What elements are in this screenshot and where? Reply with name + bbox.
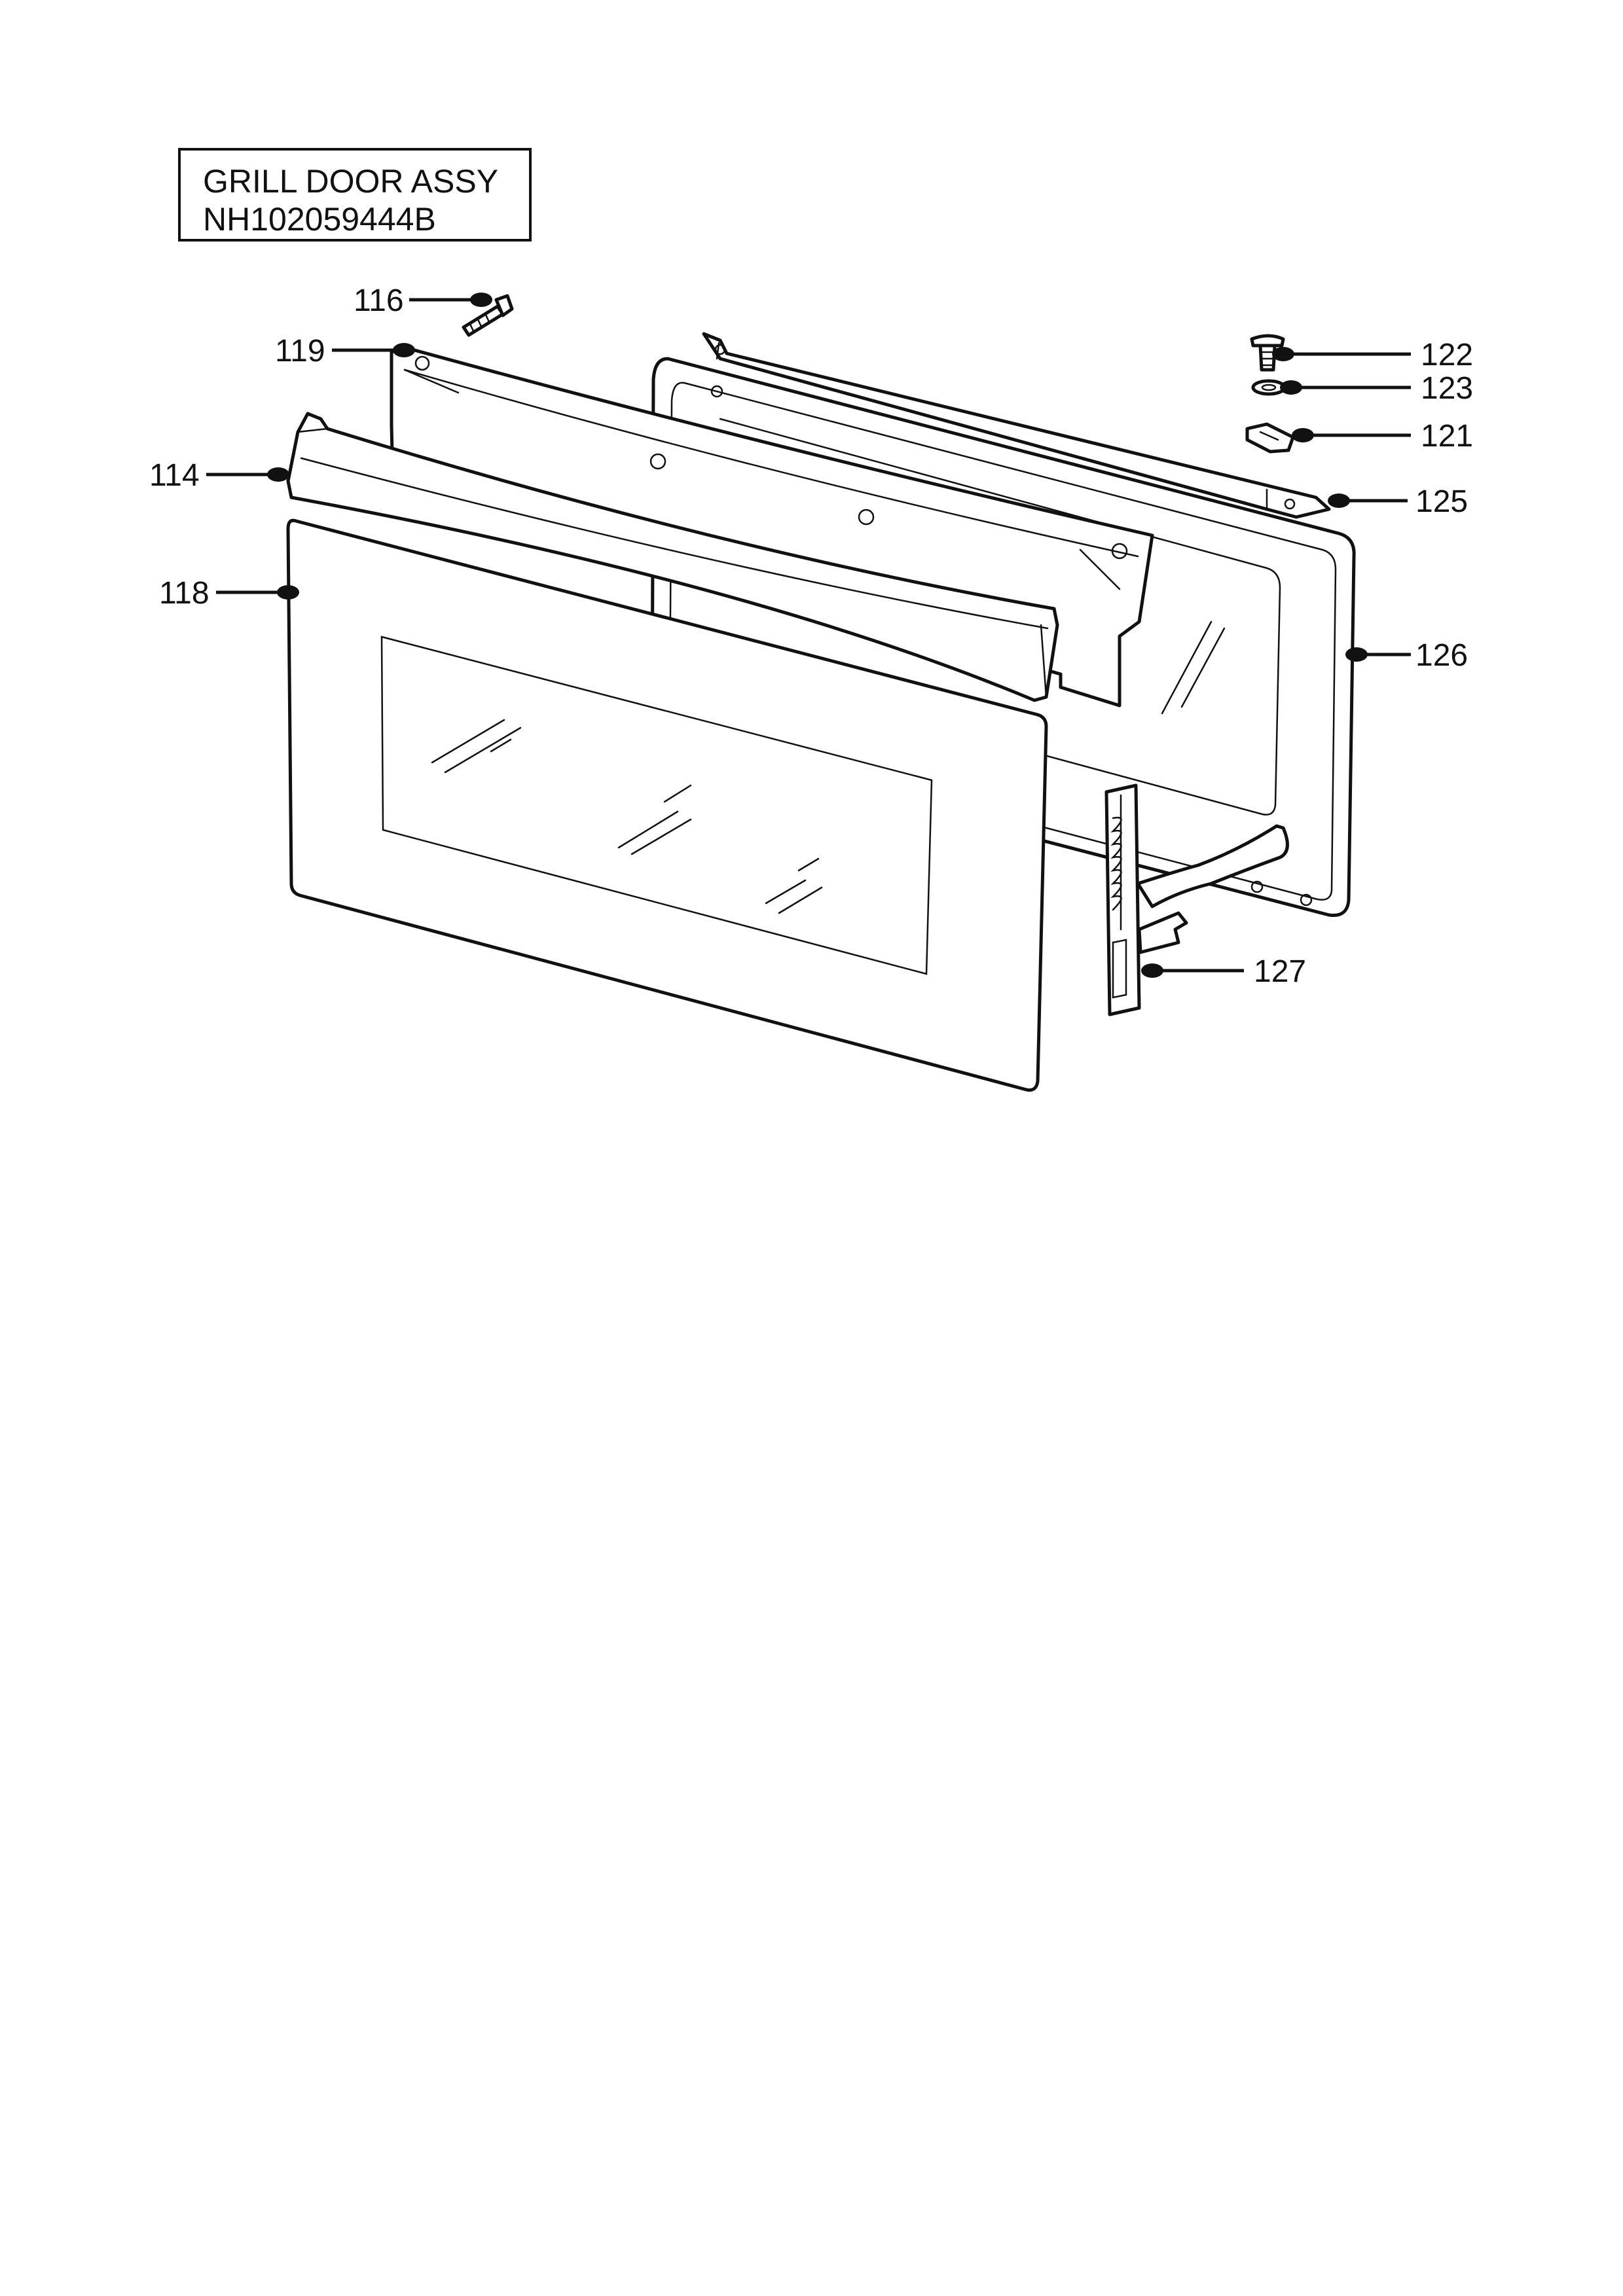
callout-label-127: 127 <box>1254 954 1306 989</box>
callout-127: 127 <box>1141 954 1306 989</box>
callout-114: 114 <box>149 458 289 493</box>
title-box: GRILL DOOR ASSY NH102059444B <box>178 148 532 242</box>
part-125-top-rail <box>702 332 1331 519</box>
title-line-1: GRILL DOOR ASSY <box>203 163 499 200</box>
callout-126: 126 <box>1345 638 1468 673</box>
callout-label-114: 114 <box>149 458 200 493</box>
callout-label-119: 119 <box>275 334 325 368</box>
callout-119: 119 <box>275 334 415 368</box>
callout-label-123: 123 <box>1421 371 1473 406</box>
callout-label-125: 125 <box>1415 484 1468 519</box>
callout-label-116: 116 <box>354 283 404 318</box>
callout-125: 125 <box>1328 484 1468 519</box>
part-121-clip <box>1245 422 1295 454</box>
part-127-hinge <box>1104 783 1289 1016</box>
part-118-outer-door-panel <box>286 518 1048 1092</box>
title-line-2: NH102059444B <box>203 201 436 238</box>
callout-122: 122 <box>1272 338 1473 372</box>
callout-label-121: 121 <box>1421 419 1473 454</box>
part-123-washer <box>1251 379 1286 396</box>
part-116-screw <box>462 294 514 337</box>
callout-118: 118 <box>159 576 299 611</box>
callout-label-122: 122 <box>1421 338 1473 372</box>
callout-label-126: 126 <box>1415 638 1468 673</box>
part-114-top-handle-trim <box>286 412 1059 702</box>
part-122-screw <box>1250 334 1285 372</box>
callout-121: 121 <box>1292 419 1473 454</box>
callout-123: 123 <box>1280 371 1473 406</box>
callout-label-118: 118 <box>159 576 210 611</box>
callout-116: 116 <box>354 283 492 318</box>
